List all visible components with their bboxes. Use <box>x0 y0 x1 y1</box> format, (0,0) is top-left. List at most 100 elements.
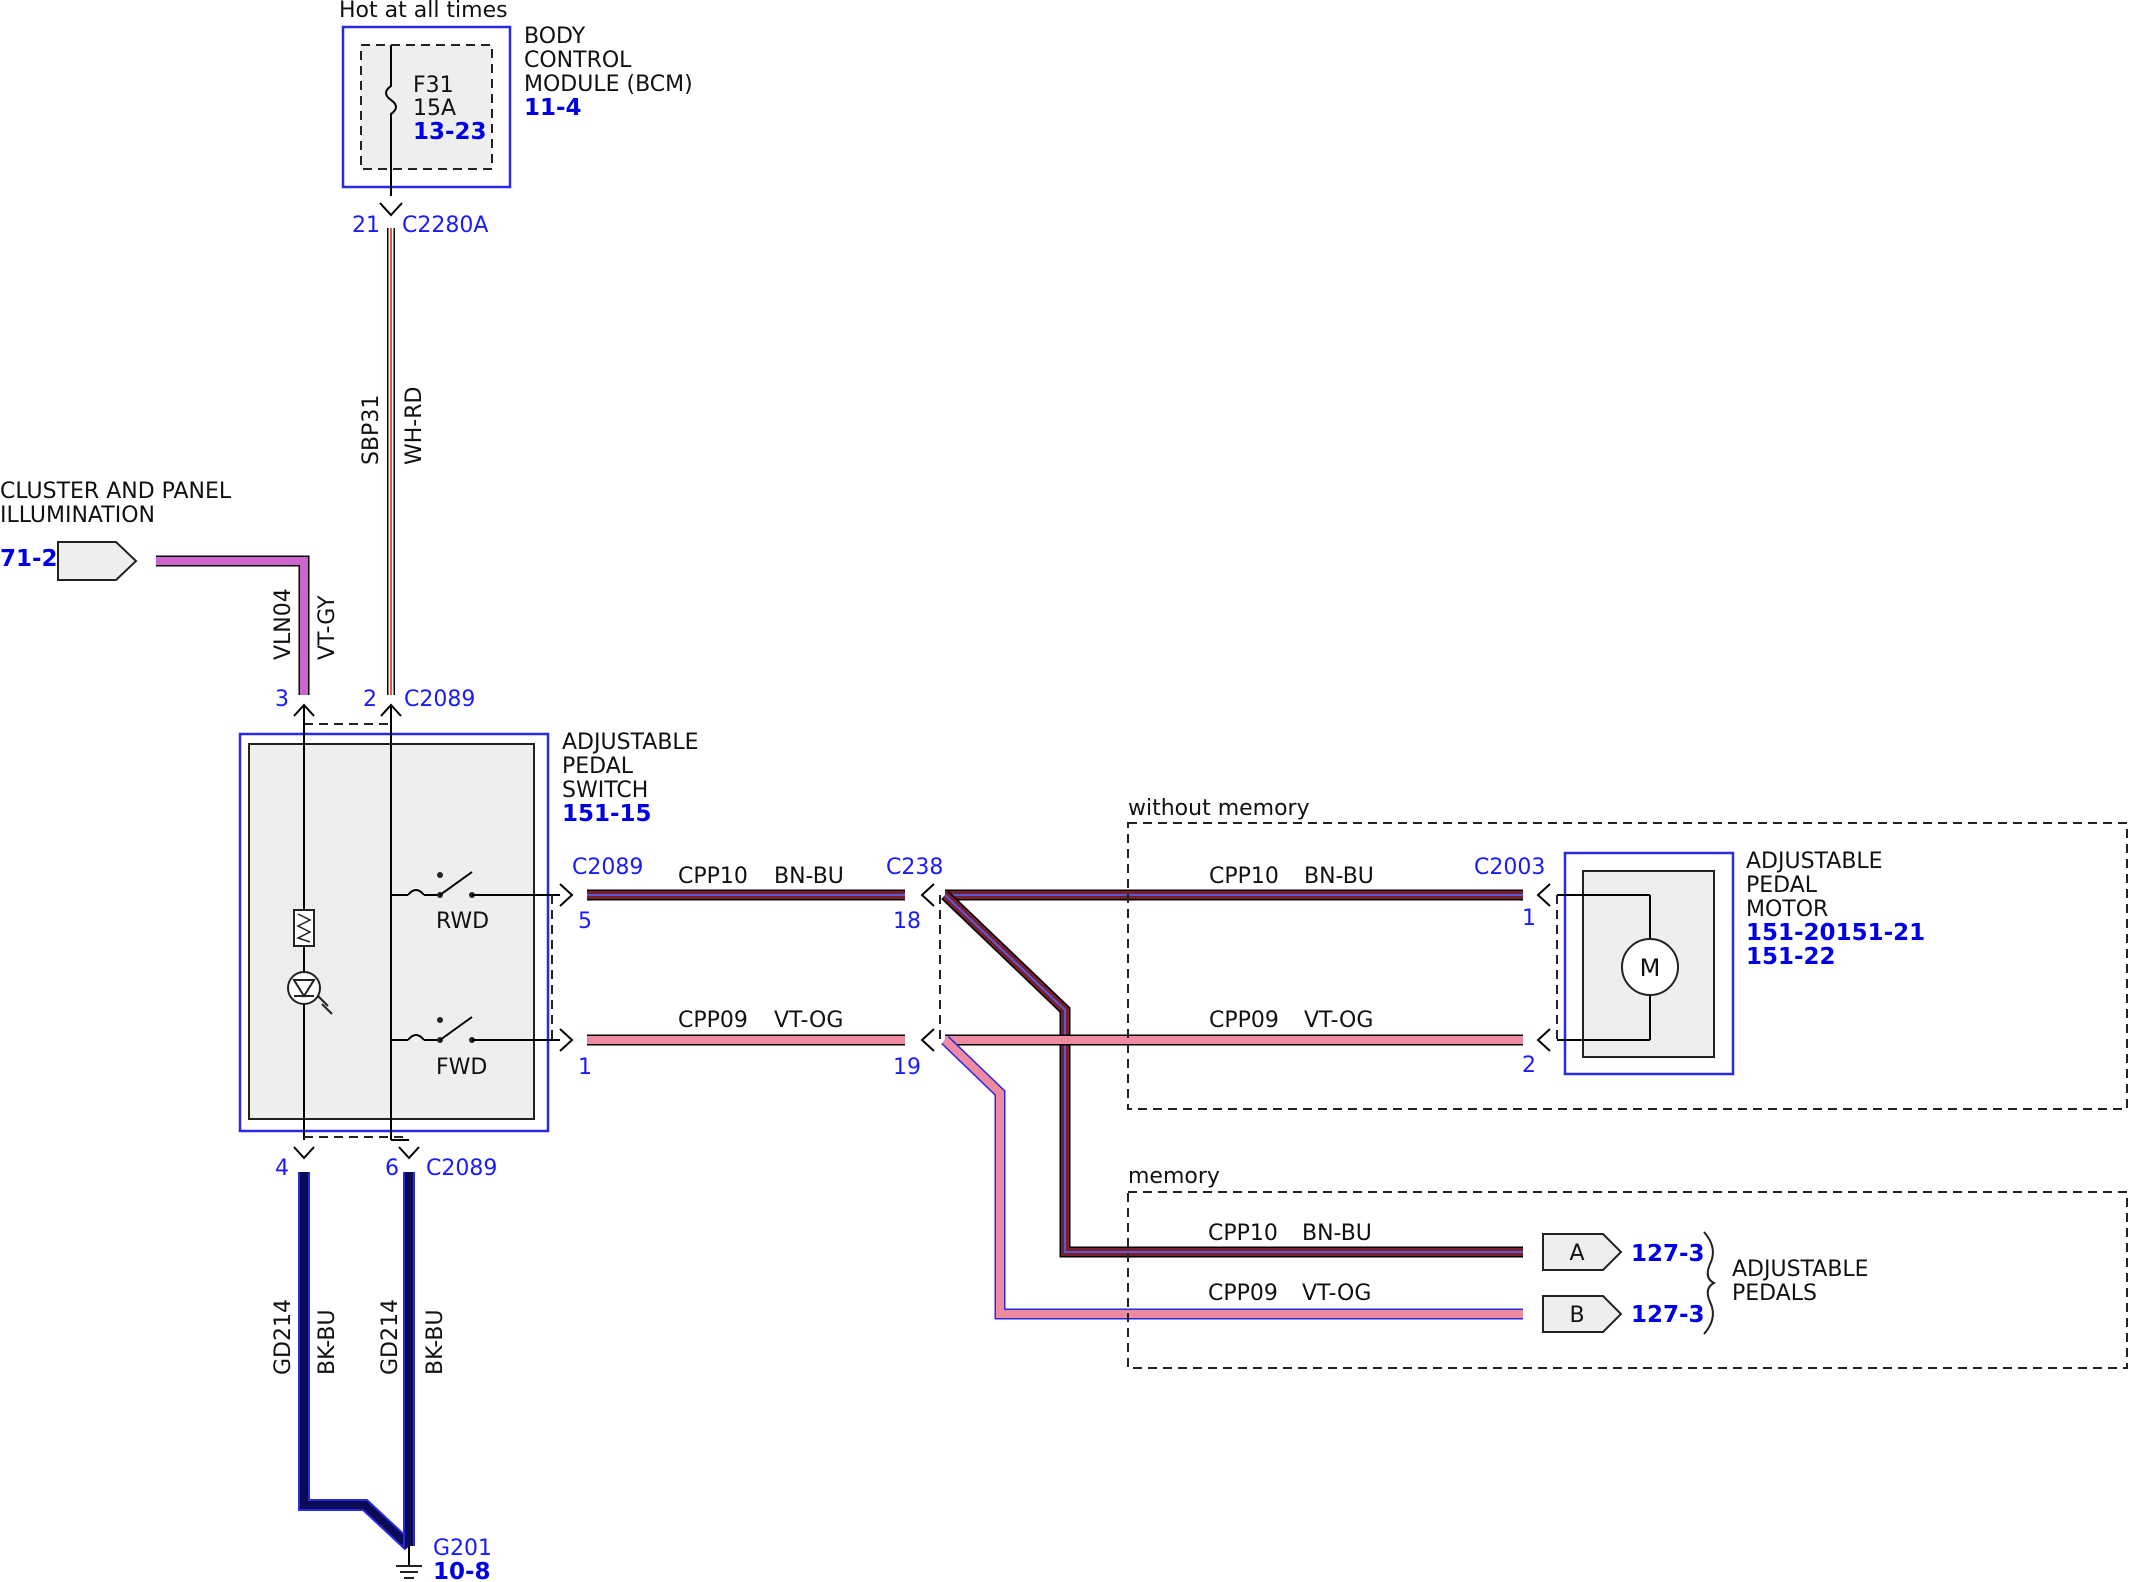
c2280a-connector: C2280A <box>402 213 488 238</box>
wire-cpp10-segment-1: CPP10 BN-BU <box>587 864 905 901</box>
wire-cpp09-segment-1: CPP09 VT-OG <box>587 1008 905 1046</box>
motor-title-3: MOTOR <box>1746 897 1828 922</box>
wire-cpp10-without-memory: CPP10 BN-BU <box>945 864 1523 901</box>
bcm-title-1: BODY <box>524 24 586 49</box>
cpp10-color-1: BN-BU <box>774 864 844 889</box>
c2003-label: C2003 <box>1474 855 1545 880</box>
cpp10-circuit-1: CPP10 <box>678 864 748 889</box>
cpp09-circuit-3: CPP09 <box>1208 1281 1278 1306</box>
motor-title-2: PEDAL <box>1746 873 1818 898</box>
switch-out-connector: C2089 <box>572 855 643 880</box>
cpp10-circuit-2: CPP10 <box>1209 864 1279 889</box>
memory-label: memory <box>1128 1164 1220 1189</box>
switch-bottom-pin-left: 4 <box>275 1156 289 1181</box>
vln04-color: VT-GY <box>315 595 340 660</box>
motor-outline <box>1563 851 1735 1076</box>
rwd-label: RWD <box>436 909 489 934</box>
connector-a-icon <box>1542 1233 1623 1271</box>
switch-bottom-connector: C2089 <box>426 1156 497 1181</box>
ground-ref[interactable]: 10-8 <box>433 1559 491 1582</box>
fuse-rating: 15A <box>413 96 456 121</box>
led-icon <box>287 971 333 1015</box>
c238-pin-19: 19 <box>893 1055 921 1080</box>
bcm-outline <box>341 25 512 189</box>
cluster-illumination: CLUSTER AND PANEL ILLUMINATION 71-2 VLN0… <box>0 479 340 695</box>
wire-gd214-left: GD214 BK-BU <box>271 1172 414 1551</box>
switch-outline <box>238 732 550 1133</box>
c2280a-terminal-icon <box>379 202 403 217</box>
adjustable-pedal-switch: 3 2 C2089 <box>238 687 699 1181</box>
gd214-color-right: BK-BU <box>423 1309 448 1375</box>
cluster-connector-icon <box>57 541 138 581</box>
bcm-heading: Hot at all times <box>339 0 508 23</box>
cluster-title-1: CLUSTER AND PANEL <box>0 479 232 504</box>
connector-b-icon <box>1542 1295 1623 1333</box>
switch-title-2: PEDAL <box>562 754 634 779</box>
motor-title-1: ADJUSTABLE <box>1746 849 1883 874</box>
motor-ref-1[interactable]: 151-20151-21 <box>1746 920 1925 946</box>
bcm-inner <box>360 44 493 170</box>
switch-title-1: ADJUSTABLE <box>562 730 699 755</box>
connector-b-label: B <box>1569 1303 1584 1328</box>
fuse-id: F31 <box>413 73 454 98</box>
c238-label: C238 <box>886 855 943 880</box>
bcm-ref[interactable]: 11-4 <box>524 95 582 121</box>
wire-sbp31: SBP31 WH-RD <box>359 228 427 695</box>
switch-ref[interactable]: 151-15 <box>562 801 652 827</box>
ground-g201: G201 10-8 <box>396 1536 492 1582</box>
cpp09-color-3: VT-OG <box>1302 1281 1371 1306</box>
switch-bottom-pin-right: 6 <box>385 1156 399 1181</box>
ref-b[interactable]: 127-3 <box>1631 1302 1705 1328</box>
switch-out-pin-fwd: 1 <box>578 1055 592 1080</box>
cpp10-color-3: BN-BU <box>1302 1221 1372 1246</box>
cpp09-color-2: VT-OG <box>1304 1008 1373 1033</box>
bcm-module: Hot at all times F31 15A 13-23 BODY CONT… <box>339 0 693 238</box>
switch-out-pin-rwd: 5 <box>578 909 592 934</box>
ground-icon <box>396 1565 422 1579</box>
connector-a-label: A <box>1569 1241 1584 1266</box>
memory-section: memory A B 127-3 127-3 ADJUSTABLE PEDALS <box>1127 1164 2128 1369</box>
fwd-switch-icon <box>407 1016 560 1043</box>
vln04-circuit: VLN04 <box>271 588 296 660</box>
c2003-pin-1: 1 <box>1522 906 1536 931</box>
switch-top-pin-right: 2 <box>363 687 377 712</box>
c238-pin-18: 18 <box>893 909 921 934</box>
motor-ref-2[interactable]: 151-22 <box>1746 944 1836 970</box>
cpp10-circuit-3: CPP10 <box>1208 1221 1278 1246</box>
ref-a[interactable]: 127-3 <box>1631 1241 1705 1267</box>
motor-symbol: M <box>1640 954 1661 982</box>
gd214-circuit-left: GD214 <box>271 1299 296 1375</box>
cpp09-circuit-1: CPP09 <box>678 1008 748 1033</box>
bcm-title-3: MODULE (BCM) <box>524 72 693 97</box>
cpp09-circuit-2: CPP09 <box>1209 1008 1279 1033</box>
fuse-ref[interactable]: 13-23 <box>413 119 487 145</box>
adjustable-pedals-title-2: PEDALS <box>1732 1281 1817 1306</box>
cluster-ref[interactable]: 71-2 <box>0 546 58 572</box>
gd214-color-left: BK-BU <box>315 1309 340 1375</box>
gd214-circuit-right: GD214 <box>378 1299 403 1375</box>
fuse-f31-icon <box>385 45 397 196</box>
wire-gd214-right: GD214 BK-BU <box>378 1172 448 1546</box>
c238-connector: C238 18 19 <box>886 855 943 1080</box>
switch-top-pin-left: 3 <box>275 687 289 712</box>
switch-top-connector: C2089 <box>404 687 475 712</box>
sbp31-circuit: SBP31 <box>359 395 384 465</box>
wire-cpp09-without-memory: CPP09 VT-OG <box>945 1008 1523 1046</box>
brace-icon <box>1703 1231 1717 1335</box>
c2003-pin-2: 2 <box>1522 1053 1536 1078</box>
without-memory-label: without memory <box>1128 796 1310 821</box>
cpp10-color-2: BN-BU <box>1304 864 1374 889</box>
motor-icon <box>1621 938 1679 996</box>
wire-cpp10-memory: CPP10 BN-BU <box>941 891 1523 1258</box>
cluster-title-2: ILLUMINATION <box>0 503 155 528</box>
wire-cpp09-memory: CPP09 VT-OG <box>941 1036 1523 1320</box>
adjustable-pedals-title-1: ADJUSTABLE <box>1732 1257 1869 1282</box>
switch-title-3: SWITCH <box>562 778 648 803</box>
bcm-title-2: CONTROL <box>524 48 632 73</box>
ground-id: G201 <box>433 1536 492 1561</box>
rwd-switch-icon <box>407 871 560 898</box>
fwd-label: FWD <box>436 1055 487 1080</box>
sbp31-color: WH-RD <box>402 387 427 465</box>
c2280a-pin: 21 <box>352 213 380 238</box>
